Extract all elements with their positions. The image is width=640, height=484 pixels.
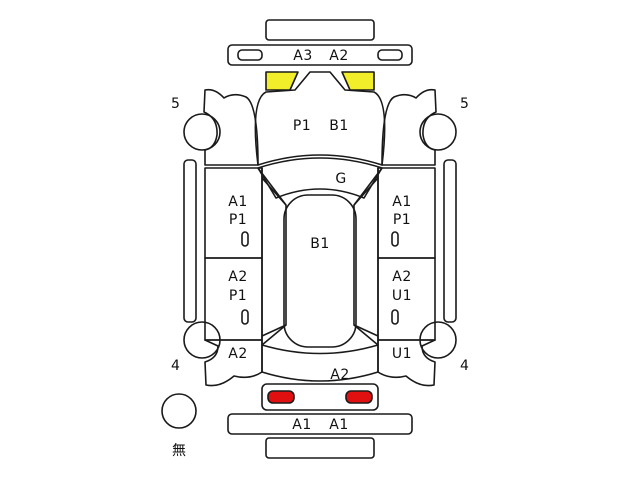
front-bumper-label-a3: A3 (293, 48, 313, 64)
right-front-wheel (419, 113, 457, 151)
front-bumper-left-light (237, 49, 263, 61)
rear-bumper-panel (227, 413, 413, 435)
right-rear-door-label-1: A2 (392, 269, 412, 285)
right-front-handle (391, 231, 399, 247)
roof-label: B1 (310, 236, 330, 252)
right-taillight (345, 390, 373, 404)
front-left-side-number: 5 (171, 96, 180, 112)
left-front-handle (241, 231, 249, 247)
rear-left-side-number: 4 (171, 358, 180, 374)
rear-right-side-number: 4 (460, 358, 469, 374)
left-rear-quarter-label: A2 (228, 346, 248, 362)
hood-label-p1: P1 (292, 118, 312, 134)
bottom-bar-panel (265, 437, 375, 459)
right-headlight (341, 71, 375, 91)
windshield-label: G (335, 171, 347, 187)
right-front-door-label-2: P1 (392, 212, 412, 228)
right-rear-handle (391, 309, 399, 325)
front-bumper-right-light (377, 49, 403, 61)
right-front-door-label-1: A1 (392, 194, 412, 210)
left-rear-quarter (204, 339, 263, 387)
legend-none-label: 無 (172, 443, 186, 459)
left-taillight (267, 390, 295, 404)
right-rear-quarter (377, 339, 436, 387)
trunk-panel (261, 344, 379, 382)
left-rear-door-label-2: P1 (228, 288, 248, 304)
front-bumper-label-a2: A2 (329, 48, 349, 64)
left-front-door-label-2: P1 (228, 212, 248, 228)
right-side-skirt (443, 159, 457, 323)
rear-bumper-label-1: A1 (292, 417, 312, 433)
left-rear-wheel (183, 321, 221, 359)
legend-none-circle (161, 393, 197, 429)
left-side-skirt (183, 159, 197, 323)
right-rear-wheel (419, 321, 457, 359)
right-rear-quarter-label: U1 (391, 346, 413, 362)
left-front-wheel (183, 113, 221, 151)
hood-label-b1: B1 (329, 118, 349, 134)
left-headlight (265, 71, 299, 91)
rear-bumper-label-2: A1 (329, 417, 349, 433)
left-front-fender (203, 88, 259, 166)
rear-light-frame (261, 383, 379, 411)
left-front-door-label-1: A1 (228, 194, 248, 210)
right-rear-door-label-2: U1 (391, 288, 413, 304)
front-bumper-panel (227, 44, 413, 66)
roof-panel (283, 194, 357, 348)
hood-panel (254, 71, 386, 166)
trunk-label: A2 (330, 367, 350, 383)
top-bar-panel (265, 19, 375, 41)
right-front-fender (381, 88, 437, 166)
left-rear-handle (241, 309, 249, 325)
left-rear-door-label-1: A2 (228, 269, 248, 285)
front-right-side-number: 5 (460, 96, 469, 112)
